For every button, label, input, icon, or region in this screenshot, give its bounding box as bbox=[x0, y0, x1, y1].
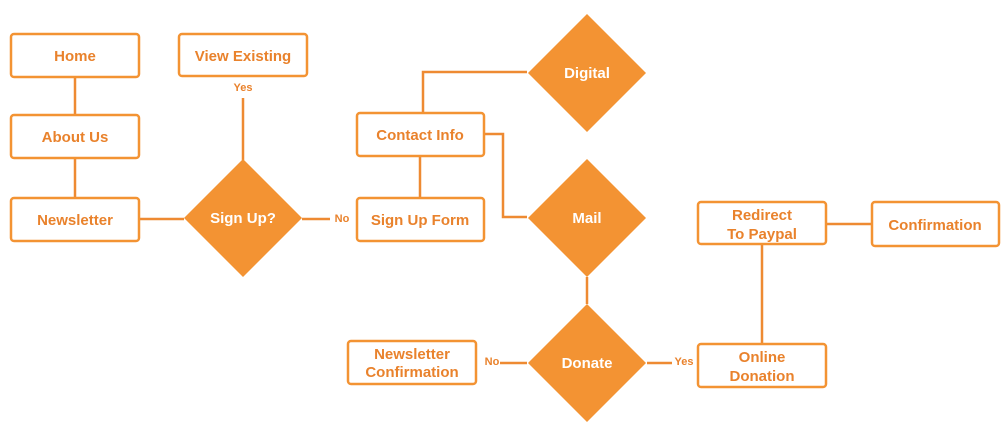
node-donate-diamond bbox=[528, 304, 646, 422]
node-about-us-label: About Us bbox=[42, 129, 109, 146]
node-online-donation-label-2: Donation bbox=[730, 368, 795, 385]
edge-contact-mail bbox=[484, 132, 527, 219]
node-sign-up-form-box bbox=[355, 196, 486, 243]
node-sign-up-diamond bbox=[184, 159, 302, 277]
node-confirmation-label: Confirmation bbox=[888, 217, 981, 234]
edge-label-signup-no: No bbox=[335, 213, 350, 225]
node-newsletter-box bbox=[9, 196, 141, 243]
edge-label-donate-yes: Yes bbox=[675, 356, 694, 368]
node-redirect-paypal-label-1: Redirect bbox=[732, 207, 792, 224]
node-newsletter-label: Newsletter bbox=[37, 212, 113, 229]
edge-label-donate-no: No bbox=[485, 356, 500, 368]
node-contact-info-label: Contact Info bbox=[376, 127, 464, 144]
node-mail-label: Mail bbox=[572, 210, 601, 227]
edge-label-signup-yes: Yes bbox=[234, 82, 253, 94]
node-contact-info-box bbox=[355, 111, 486, 158]
node-online-donation-box bbox=[696, 342, 828, 389]
node-sign-up-label: Sign Up? bbox=[210, 210, 276, 227]
node-digital-label: Digital bbox=[564, 65, 610, 82]
node-digital-diamond bbox=[528, 14, 646, 132]
node-mail-diamond bbox=[528, 159, 646, 277]
node-newsletter-confirmation-label-2: Confirmation bbox=[365, 364, 458, 381]
node-newsletter-confirmation-label-1: Newsletter bbox=[374, 346, 450, 363]
node-newsletter-confirmation-box bbox=[346, 339, 478, 386]
node-confirmation-box bbox=[870, 200, 1001, 248]
node-home-box bbox=[9, 32, 141, 79]
node-sign-up-form-label: Sign Up Form bbox=[371, 212, 469, 229]
node-donate-label: Donate bbox=[562, 355, 613, 372]
node-home-label: Home bbox=[54, 48, 96, 65]
node-view-existing-box bbox=[177, 32, 309, 78]
node-view-existing-label: View Existing bbox=[195, 48, 291, 65]
node-about-us-box bbox=[9, 113, 141, 160]
edge-contact-digital bbox=[421, 70, 527, 113]
node-redirect-paypal-box bbox=[696, 200, 828, 246]
node-online-donation-label-1: Online bbox=[739, 349, 786, 366]
node-redirect-paypal-label-2: To Paypal bbox=[727, 226, 797, 243]
